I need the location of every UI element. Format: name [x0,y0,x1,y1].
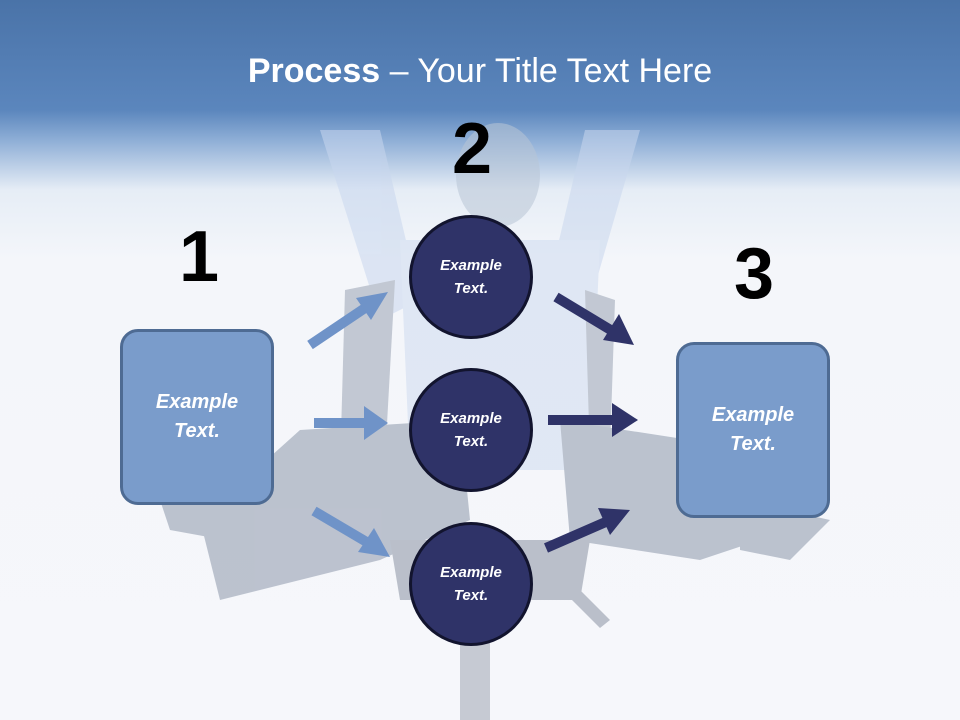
arrow-1-to-top [307,292,388,350]
circle-middle-line2: Text. [453,433,489,450]
arrow-top-to-3 [553,292,634,345]
arrow-1-to-bottom [311,506,390,557]
step-3-label-line1: Example [711,404,795,426]
step-1-box: Example Text. [120,329,274,505]
step-2-circle-top: Example Text. [409,215,533,339]
arrow-bottom-to-3 [544,508,630,553]
circle-middle-line1: Example [440,410,502,427]
step-1-label-line2: Text. [174,420,220,442]
step-2-circle-bottom: Example Text. [409,522,533,646]
circle-bottom-line2: Text. [453,587,489,604]
circle-top-line1: Example [440,257,502,274]
arrow-1-to-middle [314,406,388,440]
step-number-3: 3 [733,234,775,314]
step-3-box: Example Text. [676,342,830,518]
step-3-label-line2: Text. [730,433,776,455]
circle-bottom-line1: Example [440,564,502,581]
title-rest: – Your Title Text Here [380,52,713,90]
step-2-circle-middle: Example Text. [409,368,533,492]
title-bold: Process [247,52,381,90]
circle-top-line2: Text. [453,280,489,297]
slide-title: Process – Your Title Text Here [0,52,960,91]
step-number-1: 1 [178,217,220,297]
arrow-middle-to-3 [548,403,638,437]
step-number-2: 2 [451,109,493,189]
step-1-label-line1: Example [155,391,239,413]
